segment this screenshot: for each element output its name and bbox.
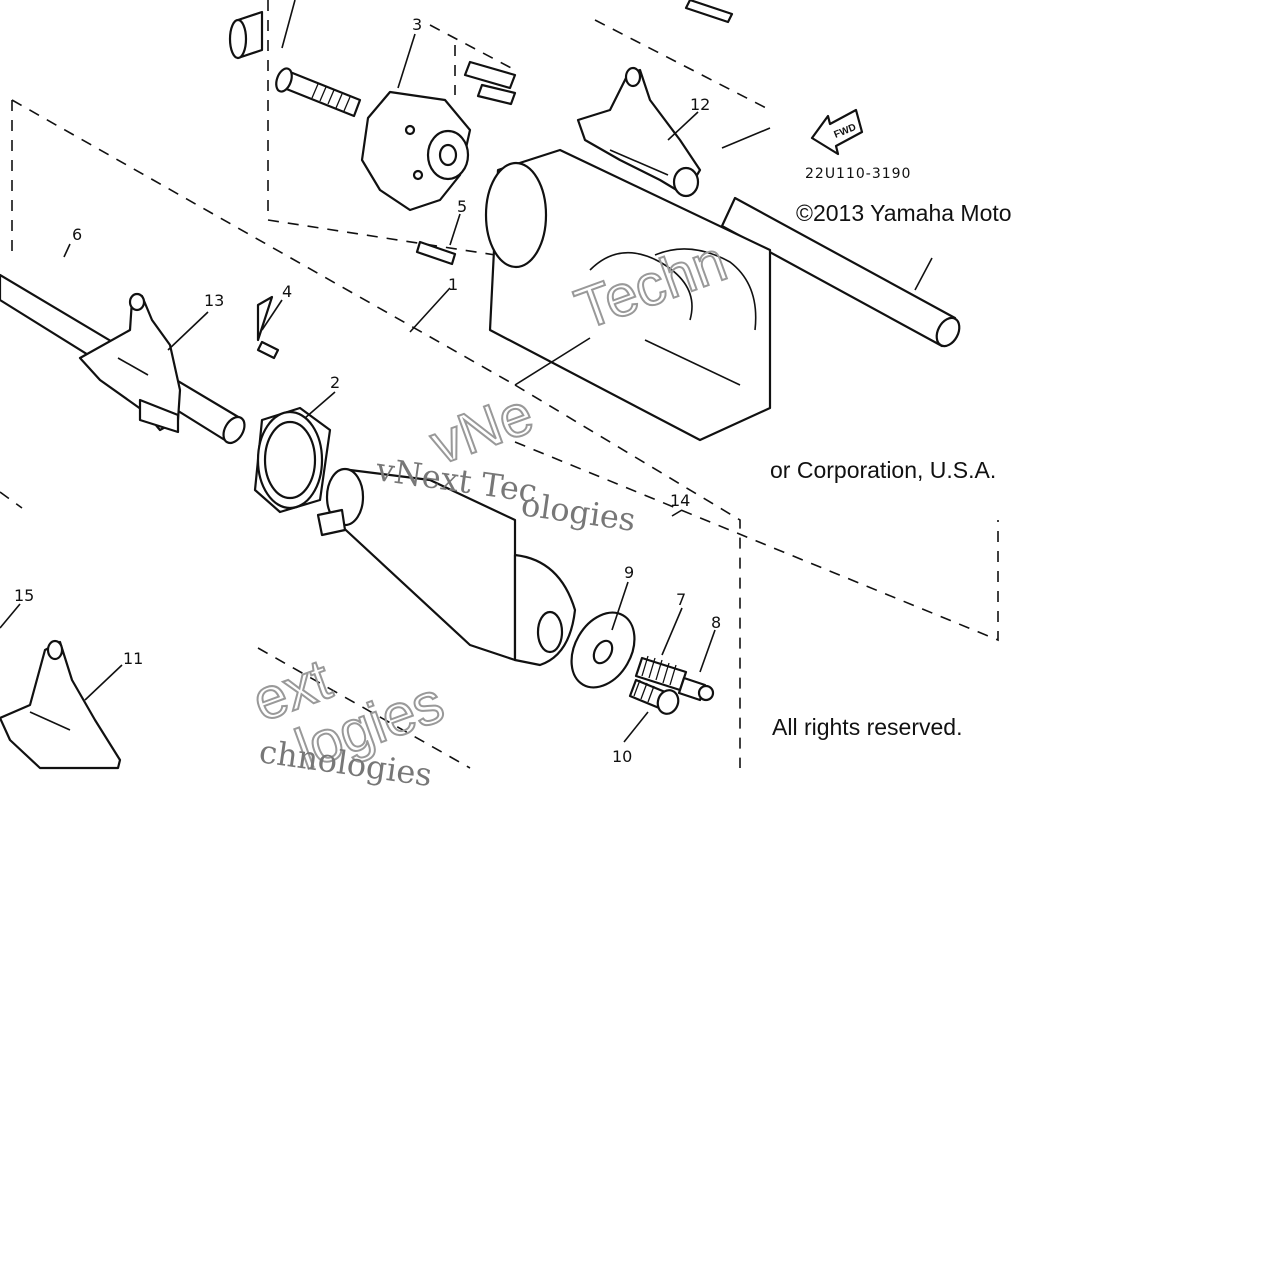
callout-5: 5 <box>457 197 467 216</box>
dowel-pins <box>415 0 734 266</box>
leader-lines <box>0 0 933 743</box>
callout-8: 8 <box>711 613 721 632</box>
shift-drum <box>484 148 772 442</box>
shift-fork-12 <box>576 66 702 198</box>
assembly-boundaries <box>0 0 999 769</box>
callout-13: 13 <box>204 291 224 310</box>
watermark-text-2: ologies <box>519 485 638 539</box>
copyright-line-2: or Corporation, U.S.A. <box>770 457 996 483</box>
shift-fork-shaft-right <box>720 196 961 348</box>
callout-6: 6 <box>72 225 82 244</box>
plunger <box>677 676 715 702</box>
callout-15: 15 <box>14 586 34 605</box>
copyright-line-1: ©2013 Yamaha Moto <box>796 200 1012 226</box>
shift-drum-bolt <box>275 67 362 118</box>
shift-fork-shaft-upper <box>228 10 264 60</box>
forward-arrow-icon: FWD <box>810 108 864 156</box>
callout-7: 7 <box>676 590 686 609</box>
shift-fork-11 <box>0 639 122 770</box>
callout-4: 4 <box>282 282 292 301</box>
callout-12: 12 <box>690 95 710 114</box>
callout-numbers: 1 2 3 4 5 6 7 8 9 10 11 12 13 14 15 <box>14 15 721 766</box>
callout-3: 3 <box>412 15 422 34</box>
shift-drum-lower <box>316 467 577 667</box>
callout-9: 9 <box>624 563 634 582</box>
callout-10: 10 <box>612 747 632 766</box>
bearing <box>253 406 332 514</box>
callout-2: 2 <box>330 373 340 392</box>
shift-drum-segment <box>360 90 472 212</box>
callout-1: 1 <box>448 275 458 294</box>
copyright-line-3: All rights reserved. <box>772 714 962 740</box>
pins <box>256 295 280 360</box>
washer <box>570 611 636 689</box>
callout-11: 11 <box>123 649 143 668</box>
part-code-label: 22U110-3190 <box>805 166 911 182</box>
shift-fork-13 <box>78 292 182 434</box>
screw <box>628 678 680 715</box>
callout-14: 14 <box>670 491 690 510</box>
